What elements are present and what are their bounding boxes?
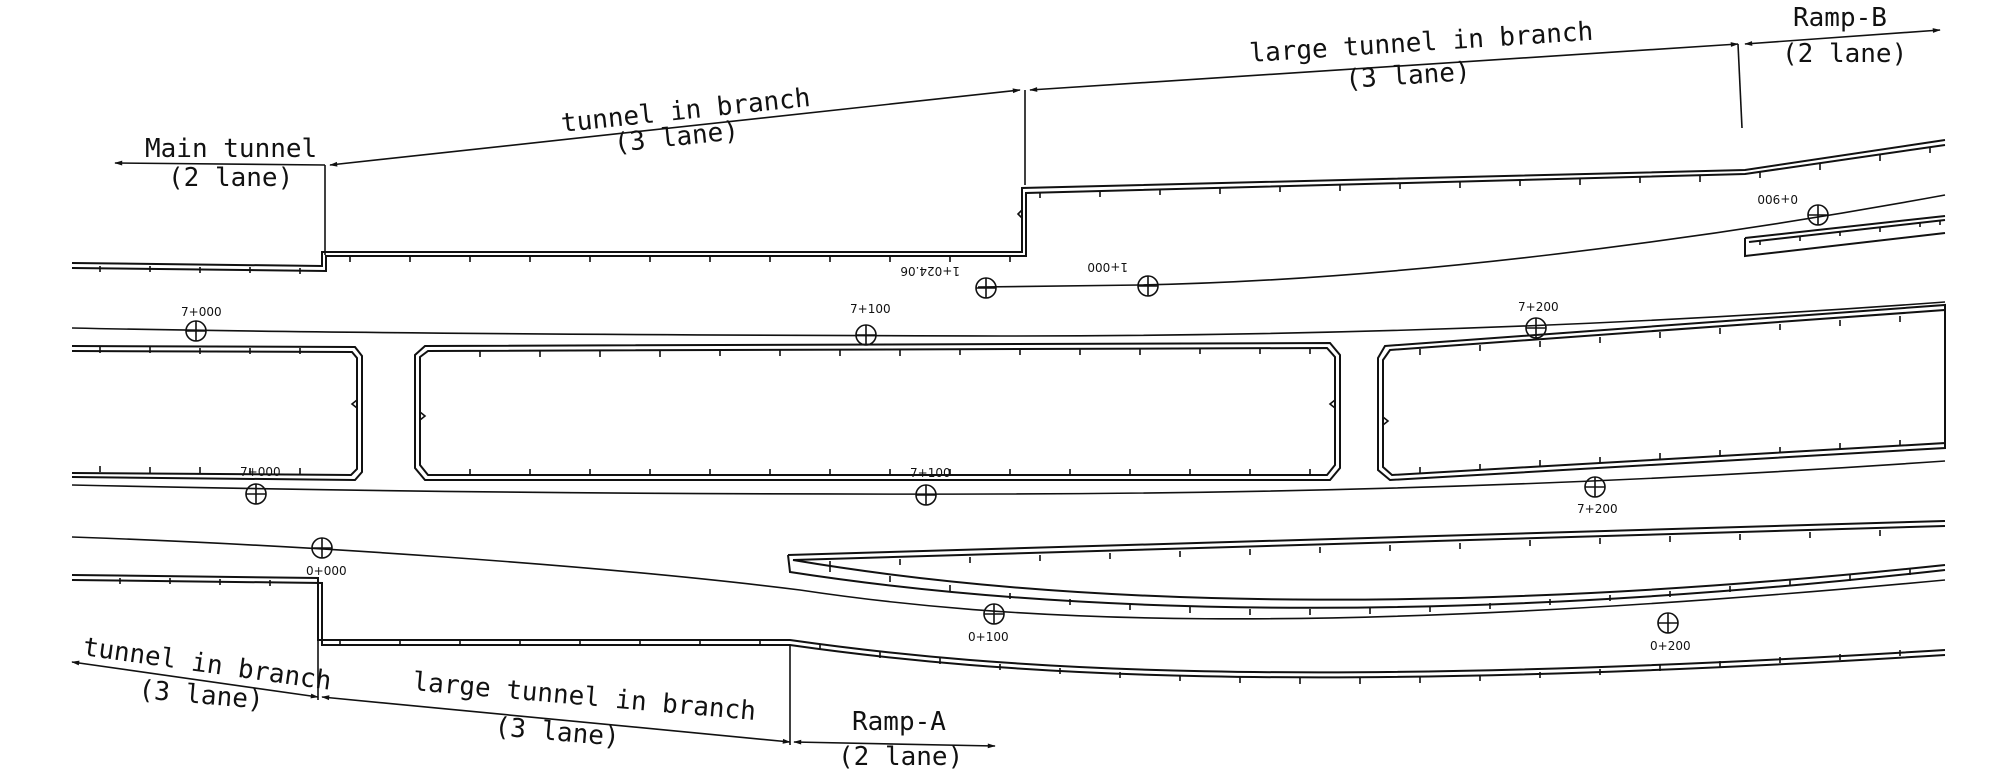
chainage-label: 7+200 (1577, 502, 1618, 516)
bottom-dimension-lines (71, 640, 996, 749)
top-dimension-lines (114, 28, 1941, 255)
top-outer-wall (71, 139, 1946, 274)
pillar-blocks (71, 303, 1946, 482)
chainage-marker (983, 603, 1005, 625)
chainage-label: 7+000 (240, 465, 281, 479)
chainage-markers: 7+000 7+100 7+200 7+000 7+100 7+200 0+00… (181, 192, 1829, 653)
chainage-label: 0+900 (1757, 192, 1798, 206)
top-large-branch-dimension (1029, 42, 1739, 92)
chainage-label: 7+200 (1518, 300, 1559, 314)
ramp-b-label: Ramp-B (1793, 3, 1887, 33)
chainage-marker (1584, 476, 1606, 498)
ramp-a-lanes: (2 lane) (838, 742, 963, 772)
chainage-marker (311, 537, 333, 559)
ramp-b-lanes: (2 lane) (1782, 39, 1907, 69)
ramp-a-dimension (793, 739, 996, 749)
chainage-label: 0+200 (1650, 639, 1691, 653)
bottom-large-branch-dimension (321, 695, 791, 744)
chainage-label: 0+100 (968, 630, 1009, 644)
bottom-large-branch-lanes: (3 lane) (493, 712, 620, 753)
main-tunnel-lanes: (2 lane) (168, 163, 293, 193)
top-branch-dimension (329, 88, 1021, 167)
top-large-branch-lanes: (3 lane) (1345, 57, 1472, 95)
bottom-branch-dimension (71, 660, 319, 699)
bottom-outer-wall (71, 574, 1946, 684)
chainage-label: 1+024.06 (900, 264, 960, 278)
bottom-large-branch-label: large tunnel in branch (411, 667, 757, 727)
chainage-label: 7+100 (910, 466, 951, 480)
chainage-label: 1+000 (1087, 260, 1128, 274)
main-tunnel-dimension (114, 160, 326, 166)
chainage-marker (1807, 204, 1829, 226)
chainage-marker (915, 484, 937, 506)
main-centerlines (71, 301, 1946, 495)
chainage-marker (1137, 275, 1159, 297)
chainage-label: 7+000 (181, 305, 222, 319)
chainage-marker (1525, 317, 1547, 339)
ramp-b-dimension (1744, 28, 1941, 46)
ramp-a-alignment (71, 520, 1946, 620)
chainage-marker (975, 277, 997, 299)
extension-line (1737, 43, 1743, 129)
ramp-b-alignment (977, 194, 1946, 288)
chainage-marker (185, 320, 207, 342)
chainage-marker (1657, 612, 1679, 634)
chainage-marker (855, 324, 877, 346)
chainage-marker (245, 483, 267, 505)
chainage-label: 7+100 (850, 302, 891, 316)
main-tunnel-label: Main tunnel (145, 134, 317, 164)
chainage-label: 0+000 (306, 564, 347, 578)
ramp-a-label: Ramp-A (852, 707, 946, 737)
